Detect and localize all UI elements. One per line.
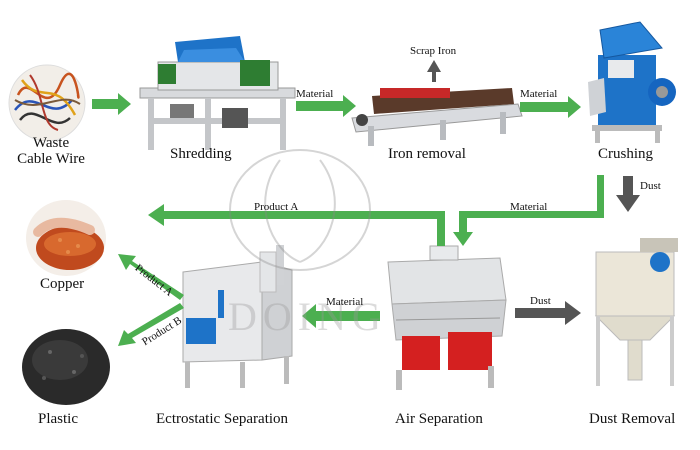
crusher-machine-image — [588, 21, 676, 143]
node-label-plastic: Plastic — [38, 411, 78, 427]
edge-label-material-1: Material — [296, 88, 334, 100]
electrostatic-separator-image — [182, 245, 293, 388]
node-label-air-separation: Air Separation — [395, 411, 483, 427]
plastic-image — [22, 329, 110, 405]
copper-image — [26, 200, 106, 276]
node-label-waste: Waste Cable Wire — [17, 135, 85, 167]
edge-label-dust-2: Dust — [530, 295, 551, 307]
node-label-electrostatic: Ectrostatic Separation — [156, 411, 289, 427]
node-label-dust-removal: Dust Removal — [589, 411, 676, 427]
dust-arrows — [427, 60, 640, 325]
edge-label-dust-1: Dust — [640, 180, 661, 192]
arrow-air-to-electrostatic — [302, 304, 380, 328]
flow-arrows — [92, 93, 604, 346]
edge-label-product-a-top: Product A — [254, 201, 299, 213]
air-separator-image — [387, 245, 507, 390]
arrow-iron-to-crushing — [520, 96, 581, 118]
edge-label-material-2: Material — [520, 88, 558, 100]
dust-collector-image — [594, 238, 678, 386]
arrow-dust-down — [616, 176, 640, 212]
arrow-dust-right — [515, 301, 581, 325]
svg-text:DOING: DOING — [228, 294, 387, 339]
arrow-waste-to-shredding — [92, 93, 131, 115]
arrow-scrap-iron-up — [427, 60, 441, 82]
edge-label-scrap-iron: Scrap Iron — [410, 45, 457, 57]
shredder-machine-image — [139, 36, 296, 150]
node-label-crushing: Crushing — [598, 146, 654, 162]
waste-cable-wire-image — [8, 64, 86, 142]
arrow-electrostatic-to-copper — [118, 254, 184, 300]
node-label-iron-removal: Iron removal — [388, 146, 466, 162]
node-label-shredding: Shredding — [170, 146, 232, 162]
arrow-electrostatic-to-plastic — [118, 303, 184, 346]
edge-label-material-3: Material — [510, 201, 548, 213]
arrow-air-to-copper-top — [148, 204, 445, 246]
arrow-shredding-to-iron — [296, 95, 356, 117]
node-label-copper: Copper — [40, 276, 85, 292]
iron-removal-machine-image — [351, 88, 523, 146]
watermark-logo: DOING — [228, 149, 387, 339]
edge-label-material-4: Material — [326, 296, 364, 308]
